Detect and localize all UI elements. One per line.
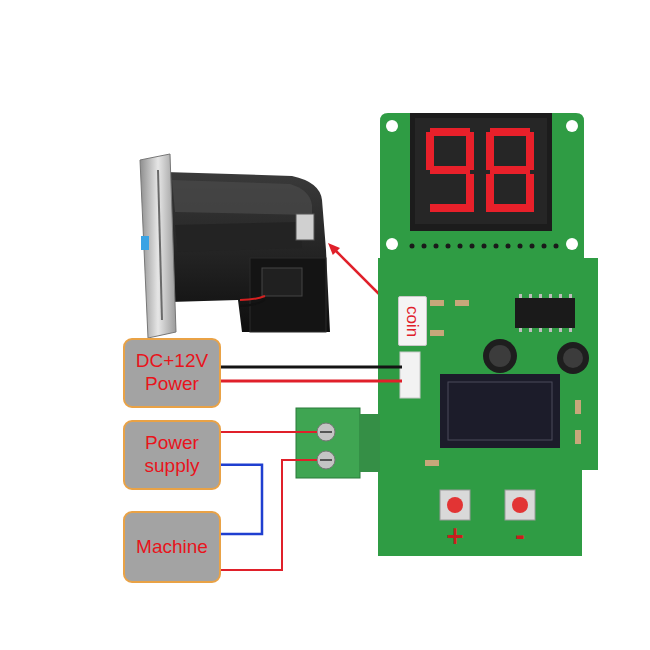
arrow-head <box>328 243 340 255</box>
box-label: Power supply <box>129 432 215 478</box>
capacitor <box>557 342 589 374</box>
acceptor-button <box>141 236 149 250</box>
box-label: Machine <box>136 536 208 559</box>
button-sign: - <box>515 524 525 548</box>
relay-outline <box>448 382 552 440</box>
acceptor-wire <box>240 296 265 300</box>
red-wire <box>221 460 317 570</box>
terminal-body <box>296 408 360 478</box>
acceptor-slot <box>158 170 162 320</box>
terminal-side <box>360 414 380 472</box>
acceptor-front-plate <box>140 154 176 338</box>
header-pins <box>410 244 559 249</box>
ic-chip <box>515 298 575 328</box>
mount-hole <box>386 120 398 132</box>
power-plug <box>400 352 420 398</box>
acceptor-body <box>165 172 330 332</box>
machine-label-box: Machine <box>123 511 221 583</box>
terminal-screw <box>317 451 335 469</box>
acceptor-clip <box>296 214 314 240</box>
mount-hole <box>566 120 578 132</box>
button-sign: + <box>445 524 465 548</box>
display-housing <box>410 113 552 231</box>
ic-pins <box>519 294 572 332</box>
blue-wire <box>221 465 262 534</box>
button-cap <box>512 497 528 513</box>
pcb <box>380 113 584 258</box>
display-board <box>380 113 584 258</box>
red-wire <box>221 431 317 433</box>
black-wire <box>221 366 402 369</box>
relay <box>440 374 560 448</box>
acceptor-face <box>175 222 302 252</box>
capacitor-top <box>563 348 583 368</box>
display-face <box>415 118 547 224</box>
seven-segment-digits <box>426 128 534 212</box>
power-label-box: Power supply <box>123 420 221 490</box>
resistors <box>425 300 581 466</box>
coin-connector: coin <box>398 296 427 346</box>
push-button <box>505 490 535 520</box>
coin-acceptor <box>140 154 330 338</box>
push-button <box>440 490 470 520</box>
screw-slot <box>320 431 332 433</box>
button-cap <box>447 497 463 513</box>
mount-hole <box>566 238 578 250</box>
mount-hole <box>386 238 398 250</box>
box-label: DC+12V Power <box>129 350 215 396</box>
capacitor-top <box>489 345 511 367</box>
acceptor-socket <box>262 268 302 296</box>
red-wire <box>221 380 402 383</box>
acceptor-gloss <box>172 180 312 215</box>
main-board <box>378 258 598 556</box>
pcb <box>378 258 598 556</box>
capacitor <box>483 339 517 373</box>
acceptor-sensor-box <box>250 258 326 332</box>
terminal-screw <box>317 423 335 441</box>
screw-slot <box>320 459 332 461</box>
terminal-block <box>296 408 380 478</box>
wires <box>221 367 402 570</box>
box-label: coin <box>404 305 421 336</box>
acceptor-wire <box>240 300 265 306</box>
power-label-box: DC+12V Power <box>123 338 221 408</box>
